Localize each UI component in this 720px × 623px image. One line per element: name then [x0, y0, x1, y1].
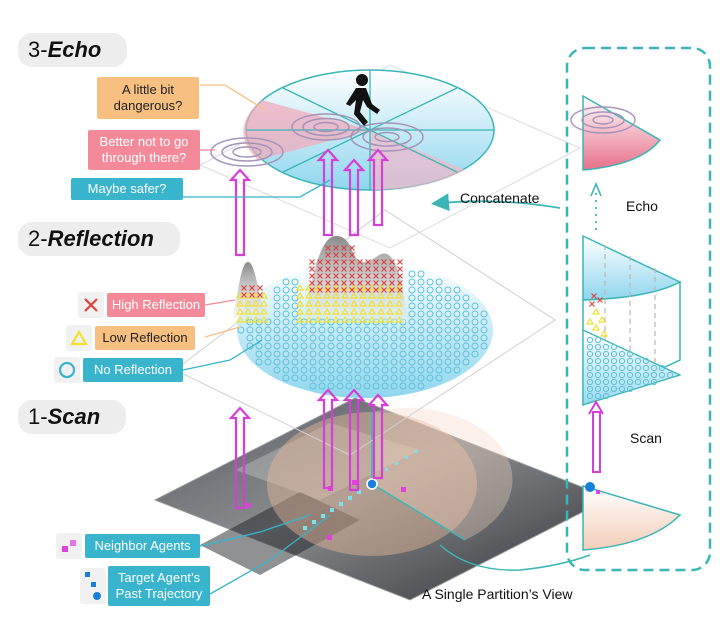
high-reflection-markers: [241, 245, 403, 298]
stage-number: 3-: [28, 37, 48, 62]
upward-arrows: [228, 148, 390, 510]
neighbor-agents-icon: [56, 533, 82, 559]
trajectory-icon: [80, 568, 106, 604]
no-reflection-markers: [237, 270, 488, 390]
stage-label-scan: 1-Scan: [18, 400, 127, 434]
scan-layer: [153, 397, 612, 601]
walking-person-icon: [346, 74, 380, 126]
stage-name: Reflection: [47, 226, 154, 251]
callout-safer: Maybe safer?: [71, 178, 183, 200]
partition-caption: A Single Partition’s View: [422, 586, 573, 602]
concatenate-label: Concatenate: [460, 190, 540, 206]
partition-link-curve: [439, 544, 591, 571]
callout-better-not: Better not to go through there?: [88, 130, 200, 170]
callout-neighbor-agents: Neighbor Agents: [85, 534, 200, 558]
stage-name: Scan: [47, 404, 101, 429]
echo-ripples: [210, 113, 424, 167]
reflection-layer: [174, 209, 556, 456]
partition-echo-label: Echo: [626, 198, 658, 214]
legend-no-reflection: No Reflection: [83, 358, 183, 382]
circle-icon: [54, 357, 80, 383]
stage-label-reflection: 2-Reflection: [18, 222, 180, 256]
trajectory-dots: [303, 450, 418, 530]
triangle-icon: [66, 325, 92, 351]
stage-number: 1-: [28, 404, 48, 429]
cross-icon: [78, 292, 104, 318]
callout-target-trajectory: Target Agent’s Past Trajectory: [108, 566, 210, 606]
concatenate-arrow: [431, 193, 561, 212]
partition-panel: [565, 46, 712, 572]
stage-label-echo: 3-Echo: [18, 33, 128, 67]
echo-layer: [198, 64, 582, 249]
legend-low-reflection: Low Reflection: [95, 326, 195, 350]
stage-number: 2-: [28, 226, 48, 251]
stage-name: Echo: [47, 37, 102, 62]
partition-scan-label: Scan: [630, 430, 662, 446]
callout-dangerous: A little bit dangerous?: [97, 77, 199, 119]
legend-high-reflection: High Reflection: [107, 293, 205, 317]
low-reflection-markers: [235, 283, 404, 323]
